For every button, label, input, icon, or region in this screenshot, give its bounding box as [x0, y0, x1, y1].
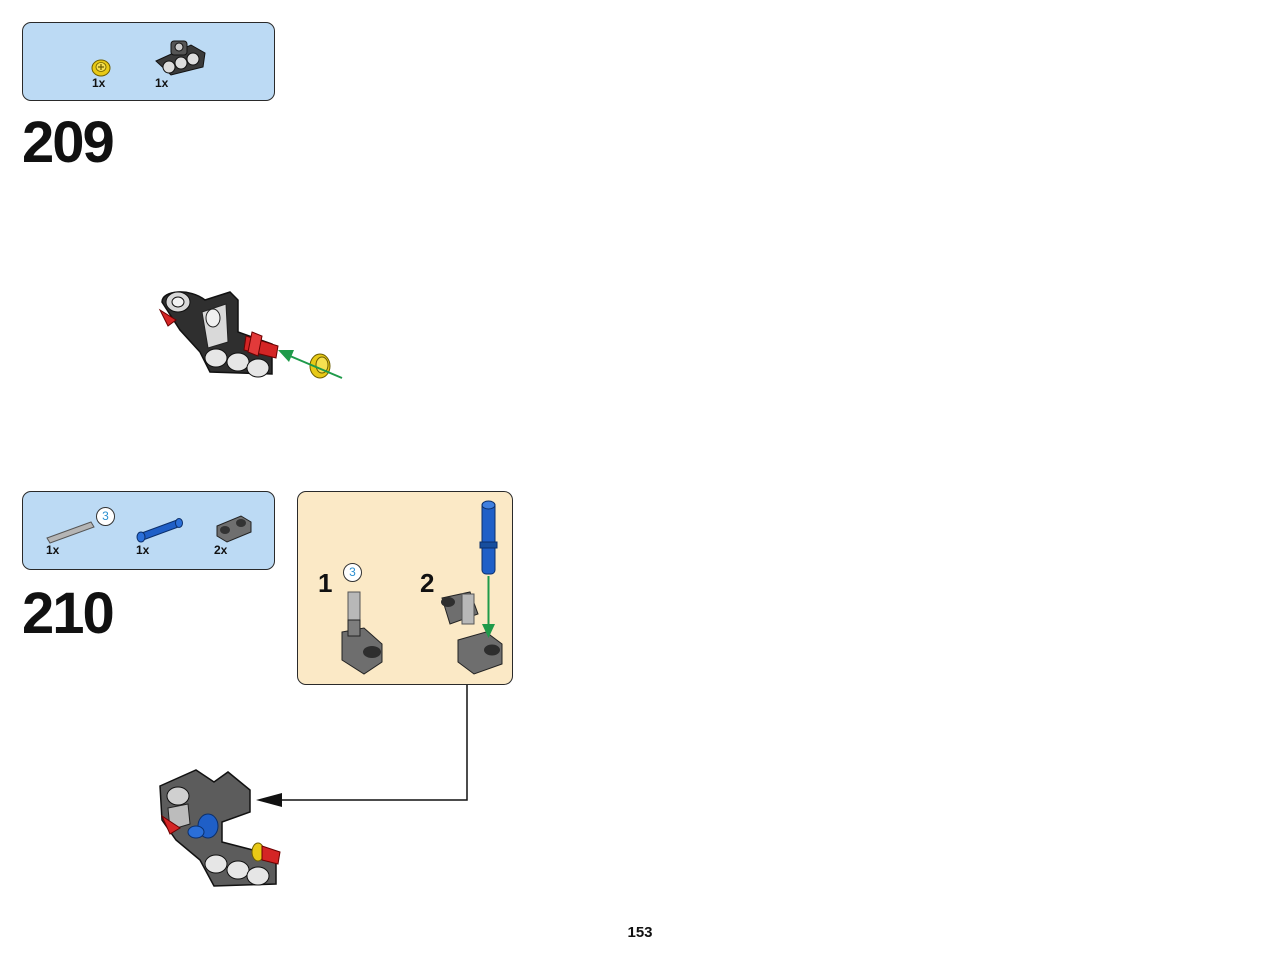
- parts-illustration: [91, 40, 206, 77]
- subassembly-illustration: [341, 500, 503, 675]
- subassembly-box: 1 3 2: [297, 491, 513, 685]
- part-qty: 2x: [214, 543, 228, 557]
- insert-arrow-icon: [278, 350, 343, 379]
- step-210-assembly-icon: [159, 769, 281, 887]
- page-number: 153: [627, 924, 653, 941]
- substep-number: 1: [318, 568, 333, 598]
- parts-list-step-210: 3 1x 1x 2x: [22, 491, 275, 570]
- step-number: 210: [22, 581, 115, 646]
- part-qty: 1x: [155, 76, 169, 90]
- yellow-bushing-icon: [91, 59, 111, 77]
- step-number: 209: [22, 110, 115, 175]
- axle-in-liftarm-icon: [341, 591, 383, 675]
- blue-pin-icon: [479, 500, 498, 575]
- black-connector-icon: [155, 40, 206, 76]
- parts-list-step-209: 1x 1x: [22, 22, 275, 101]
- parts-illustration: [46, 515, 252, 544]
- step-209-assembly-icon: [158, 291, 279, 378]
- length-badge: 3: [343, 563, 362, 582]
- insert-arrow-icon: [482, 576, 495, 638]
- part-qty: 1x: [136, 543, 150, 557]
- grey-axle-icon: [46, 521, 95, 544]
- length-badge: 3: [96, 507, 115, 526]
- liftarm-assembly-icon: [441, 591, 503, 675]
- grey-liftarm-icon: [216, 515, 252, 543]
- callout-arrow-icon: [256, 685, 468, 807]
- substep-number: 2: [420, 568, 435, 598]
- part-qty: 1x: [92, 76, 106, 90]
- part-qty: 1x: [46, 543, 60, 557]
- blue-pin-icon: [136, 518, 183, 543]
